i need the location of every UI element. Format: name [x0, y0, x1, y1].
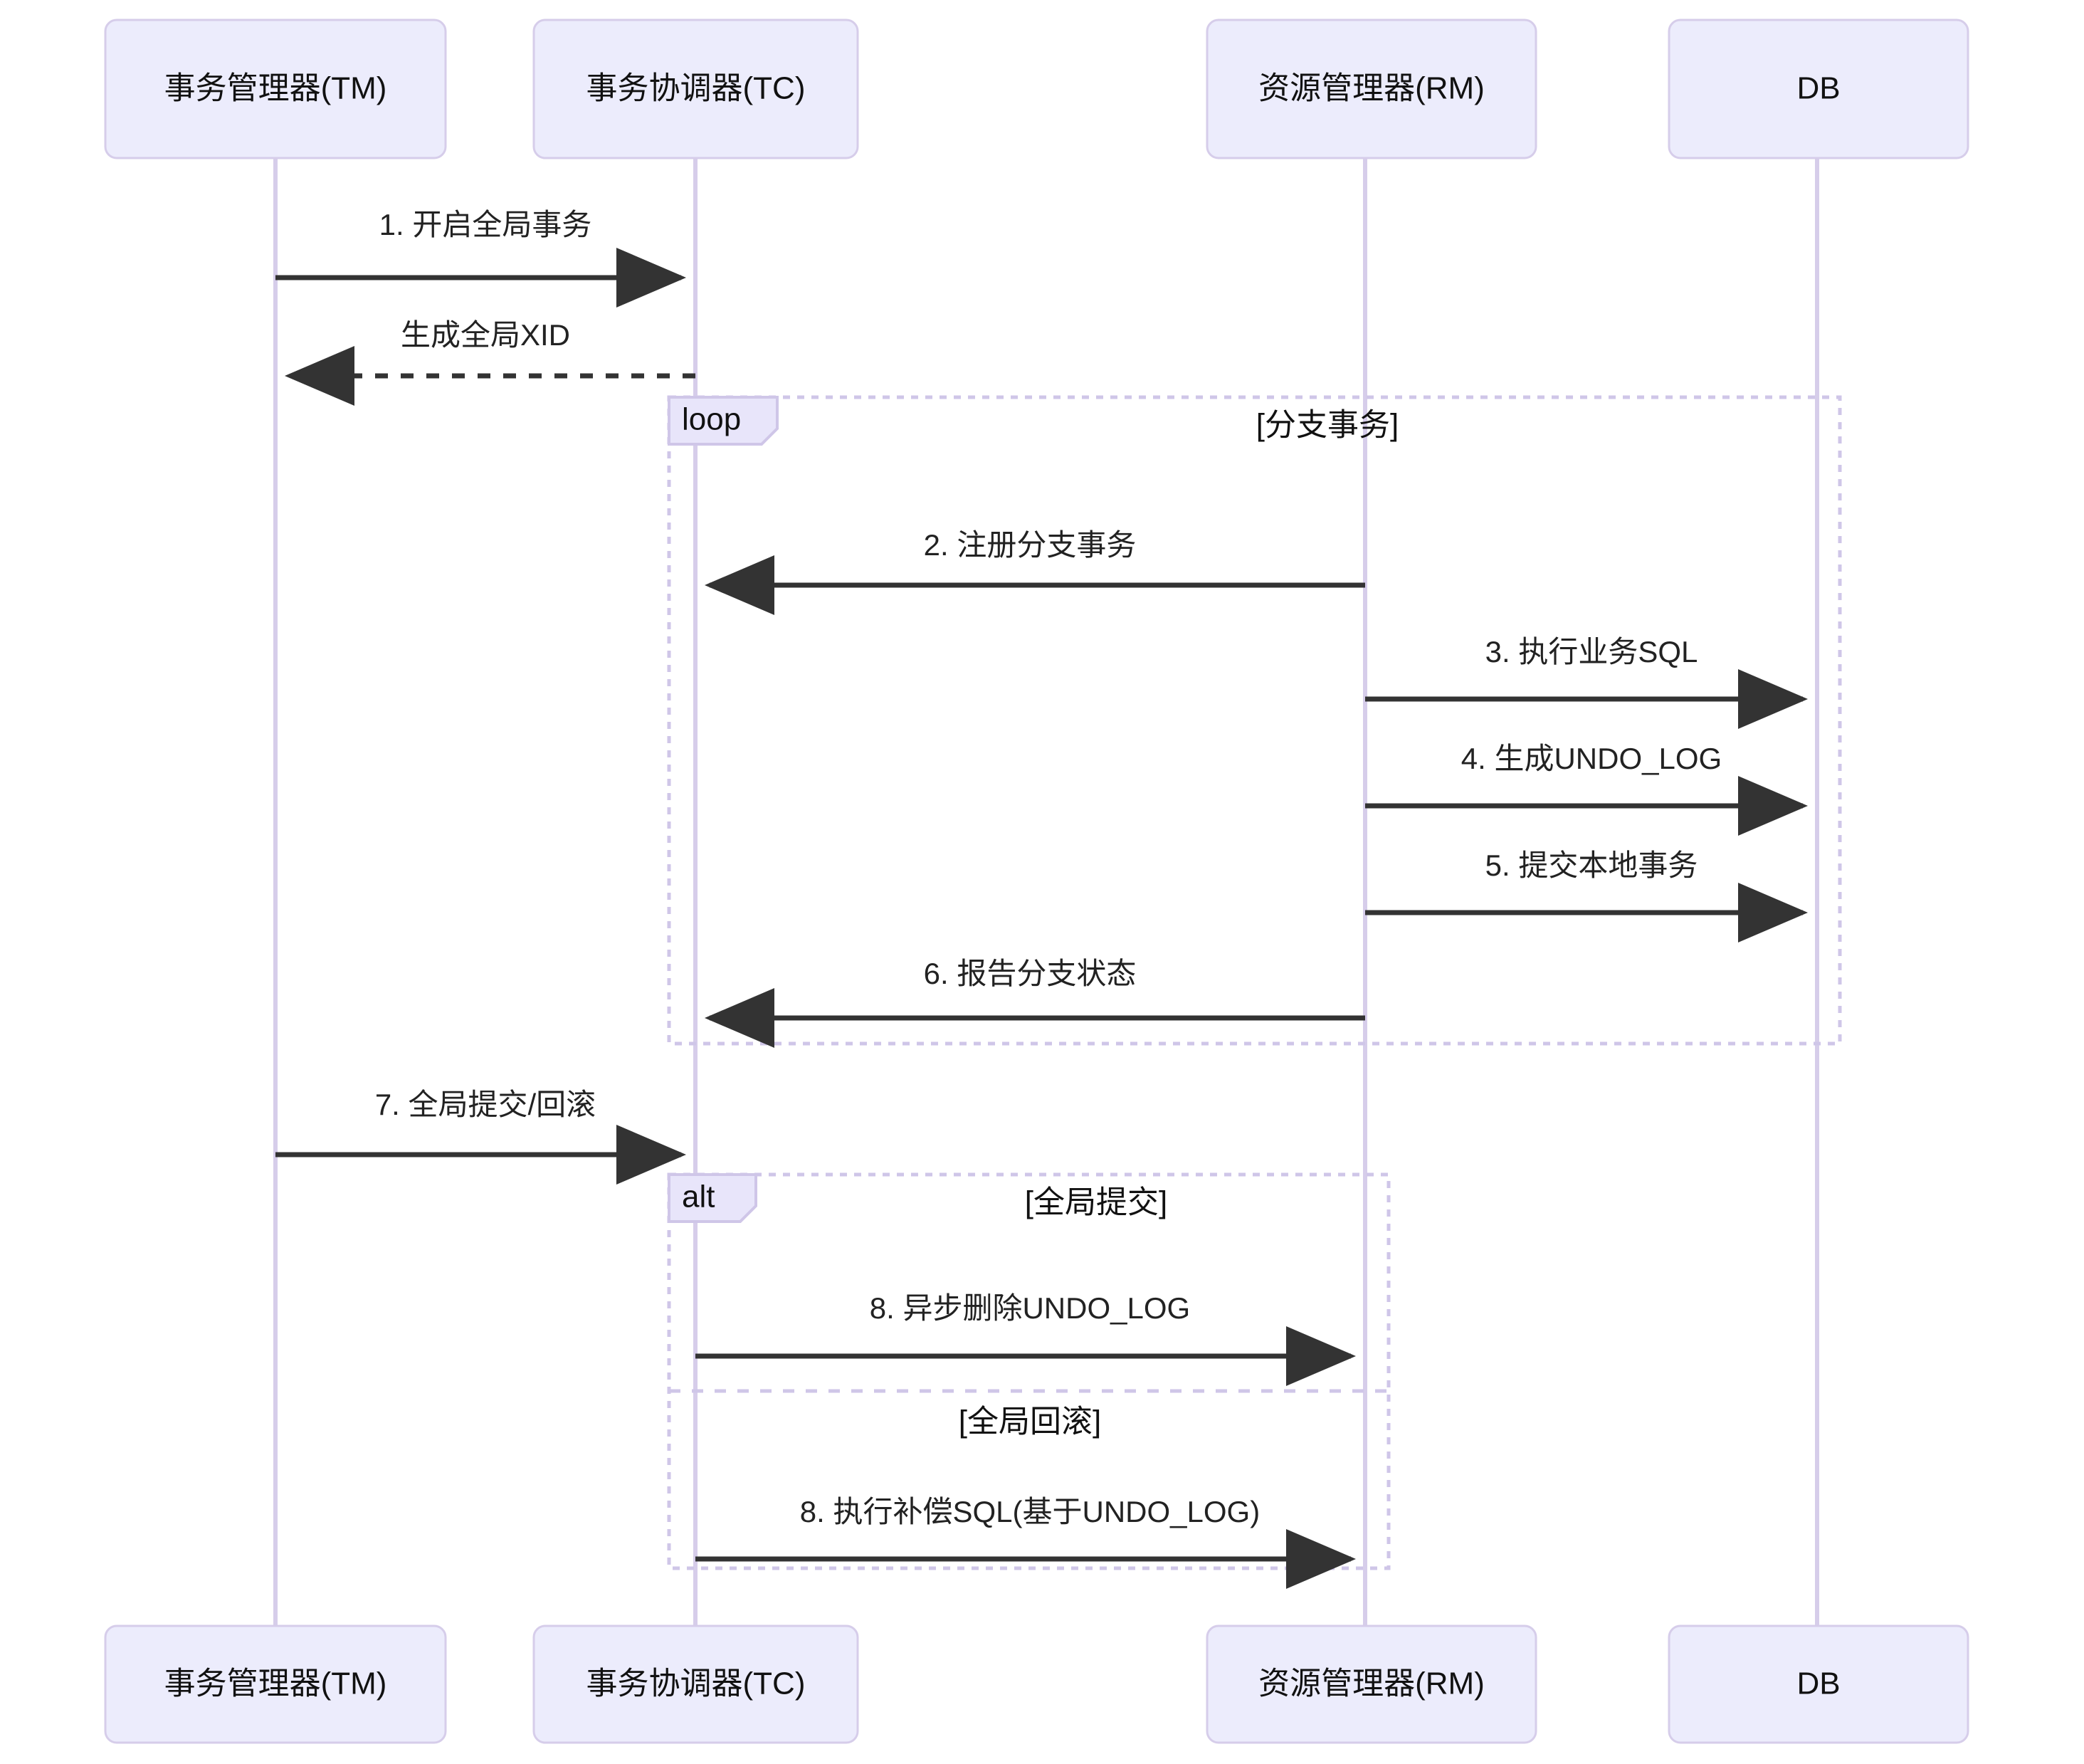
message-label: 3. 执行业务SQL: [1485, 635, 1698, 668]
participant-box-shape: [532, 19, 859, 159]
participant-rm-top[interactable]: 资源管理器(RM): [1206, 19, 1537, 159]
participant-box-shape: [532, 1624, 859, 1744]
fragment-border: [667, 395, 1842, 1046]
message-6: 6. 报告分支状态: [705, 957, 1365, 1048]
participant-label-rm: 资源管理器(RM): [1258, 71, 1485, 106]
fragment-tag-shape: [668, 1173, 757, 1223]
fragment-border: [667, 1172, 1391, 1570]
fragment-alt-commit-rollback: [全局回滚] alt [全局提交]: [667, 1172, 1391, 1570]
message-label: 6. 报告分支状态: [924, 957, 1137, 990]
participant-tm-top[interactable]: 事务管理器(TM): [104, 19, 447, 159]
participant-tc-bottom[interactable]: 事务协调器(TC): [532, 1624, 859, 1744]
fragment-condition-label: [全局提交]: [1025, 1185, 1167, 1220]
message-label: 8. 执行补偿SQL(基于UNDO_LOG): [800, 1495, 1260, 1528]
message-8a: 8. 异步删除UNDO_LOG: [695, 1291, 1356, 1386]
participant-label-rm: 资源管理器(RM): [1258, 1666, 1485, 1701]
message-label: 生成全局XID: [401, 318, 570, 352]
participant-label-tc: 事务协调器(TC): [586, 71, 806, 106]
participant-label-tm: 事务管理器(TM): [164, 1666, 387, 1701]
message-label: 5. 提交本地事务: [1485, 849, 1698, 882]
message-1: 1. 开启全局事务: [275, 208, 686, 308]
fragment-loop-branch: loop [分支事务]: [667, 395, 1842, 1046]
message-1: 生成全局XID: [285, 318, 695, 406]
participant-db-bottom[interactable]: DB: [1668, 1624, 1969, 1744]
participant-box-shape: [1206, 19, 1537, 159]
message-7: 7. 全局提交/回滚: [275, 1088, 686, 1185]
message-label: 2. 注册分支事务: [924, 528, 1137, 562]
fragment-tag-label: loop: [682, 402, 741, 437]
participant-tm-bottom[interactable]: 事务管理器(TM): [104, 1624, 447, 1744]
participants-top-group: 事务管理器(TM) 事务协调器(TC) 资源管理器(RM) DB: [104, 19, 1969, 159]
fragment-else-condition-0: [全局回滚]: [959, 1405, 1101, 1439]
fragments-group: loop [分支事务] [全局回滚] alt [全局提交]: [667, 395, 1842, 1570]
participant-box-shape: [104, 19, 447, 159]
participant-label-tc: 事务协调器(TC): [586, 1666, 806, 1701]
message-label: 4. 生成UNDO_LOG: [1461, 742, 1722, 775]
fragment-tag-label: alt: [682, 1180, 715, 1214]
participant-tc-top[interactable]: 事务协调器(TC): [532, 19, 859, 159]
message-8b: 8. 执行补偿SQL(基于UNDO_LOG): [695, 1495, 1356, 1589]
message-4: 4. 生成UNDO_LOG: [1365, 742, 1808, 836]
participant-label-db: DB: [1796, 71, 1840, 106]
message-label: 8. 异步删除UNDO_LOG: [870, 1291, 1190, 1325]
participant-box-shape: [1668, 19, 1969, 159]
message-3: 3. 执行业务SQL: [1365, 635, 1808, 729]
participant-db-top[interactable]: DB: [1668, 19, 1969, 159]
participant-label-db: DB: [1796, 1666, 1840, 1701]
message-label: 1. 开启全局事务: [379, 208, 592, 241]
message-5: 5. 提交本地事务: [1365, 849, 1808, 943]
fragment-tag-shape: [668, 396, 779, 446]
fragment-condition-label: [分支事务]: [1256, 408, 1399, 443]
participant-box-shape: [1206, 1624, 1537, 1744]
participant-box-shape: [104, 1624, 447, 1744]
participant-rm-bottom[interactable]: 资源管理器(RM): [1206, 1624, 1537, 1744]
participant-label-tm: 事务管理器(TM): [164, 71, 387, 106]
participant-box-shape: [1668, 1624, 1969, 1744]
message-label: 7. 全局提交/回滚: [375, 1088, 596, 1121]
participants-bottom-group: 事务管理器(TM) 事务协调器(TC) 资源管理器(RM) DB: [104, 1624, 1969, 1744]
message-2: 2. 注册分支事务: [705, 528, 1365, 615]
